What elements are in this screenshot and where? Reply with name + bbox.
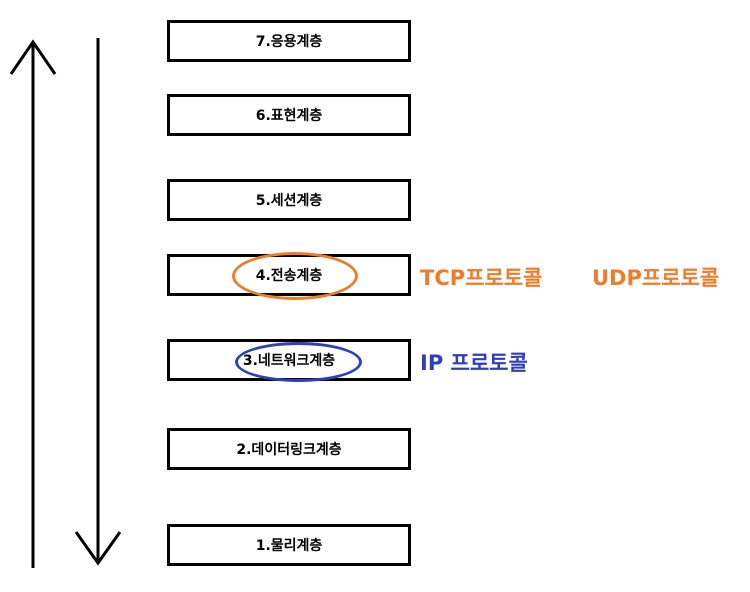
layer-1-physical: 1.물리계층	[167, 524, 411, 566]
ip-protocol-label: IP 프로토콜	[420, 351, 528, 375]
down-arrow-head	[74, 531, 122, 566]
layer-7-application: 7.응용계층	[167, 20, 411, 62]
network-highlight-ellipse	[235, 342, 362, 382]
udp-protocol-label: UDP프로토콜	[592, 266, 720, 290]
layer-2-label: 2.데이터링크계층	[236, 442, 342, 458]
layer-6-label: 6.표현계층	[255, 108, 323, 124]
tcp-protocol-label: TCP프로토콜	[420, 266, 543, 290]
transport-highlight-ellipse	[232, 252, 358, 300]
layer-7-label: 7.응용계층	[255, 34, 323, 50]
up-arrow-head	[9, 39, 57, 75]
layer-6-presentation: 6.표현계층	[167, 94, 411, 136]
layer-1-label: 1.물리계층	[255, 538, 323, 554]
layer-5-session: 5.세션계층	[167, 179, 411, 221]
layer-5-label: 5.세션계층	[255, 193, 323, 209]
layer-2-datalink: 2.데이터링크계층	[167, 428, 411, 470]
